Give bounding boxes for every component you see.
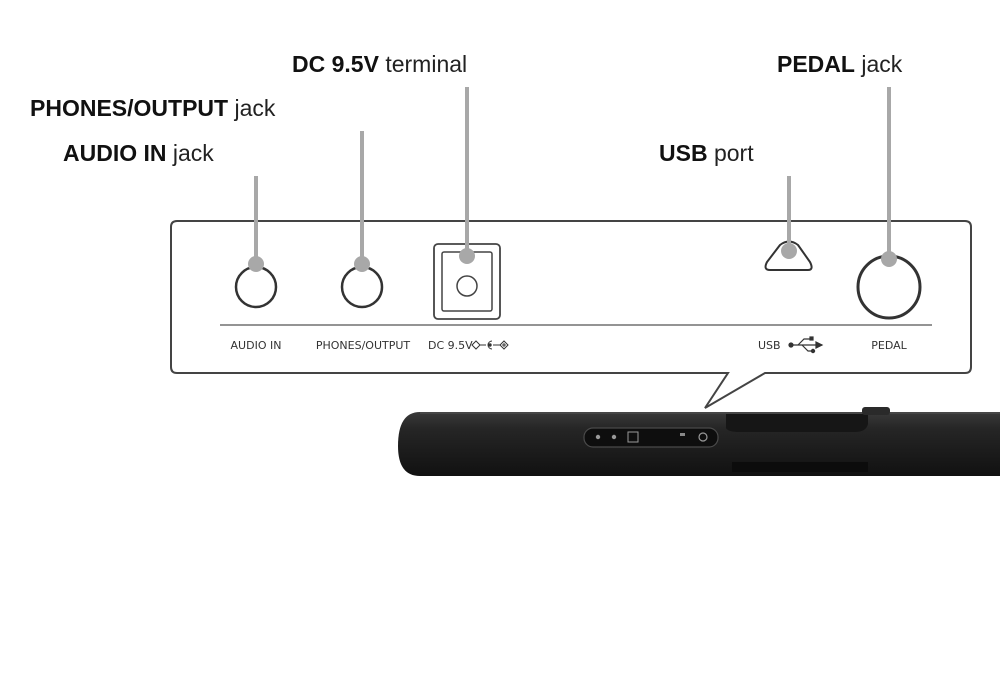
leader-dot-audio [248, 256, 264, 272]
callout-usb-bold: USB [659, 140, 708, 166]
callout-dc-rest: terminal [378, 51, 468, 77]
leader-lines [248, 87, 897, 272]
dc-polarity-icon [471, 340, 509, 350]
panel-label-audio-in: AUDIO IN [231, 339, 282, 352]
callout-usb-rest: port [707, 140, 754, 166]
leader-dot-pedal [881, 251, 897, 267]
leader-dot-usb [781, 243, 797, 259]
audio-in-jack [234, 265, 278, 309]
callout-phones-bold: PHONES/OUTPUT [30, 95, 229, 121]
callout-audio-bold: AUDIO IN [63, 140, 167, 166]
panel-label-usb: USB [758, 339, 781, 352]
keyboard-body [398, 407, 1000, 476]
callout-pedal-bold: PEDAL [777, 51, 855, 77]
panel-label-pedal: PEDAL [871, 339, 907, 352]
phones-output-jack [340, 265, 384, 309]
panel-label-phones-output: PHONES/OUTPUT [316, 339, 411, 352]
callout-pedal-rest: jack [854, 51, 903, 77]
leader-dot-phones [354, 256, 370, 272]
leader-dot-dc [459, 248, 475, 264]
callout-audio-rest: jack [166, 140, 214, 166]
callout-pedal-jack: PEDAL jack [777, 53, 902, 76]
panel-label-dc: DC 9.5V [428, 339, 473, 352]
usb-trident-icon [788, 336, 824, 354]
callout-phones-jack: PHONES/OUTPUT jack [30, 97, 275, 120]
callout-dc-terminal: DC 9.5V terminal [292, 53, 467, 76]
callout-audio-jack: AUDIO IN jack [63, 142, 214, 165]
callout-dc-bold: DC 9.5V [292, 51, 379, 77]
callout-usb-port: USB port [659, 142, 754, 165]
callout-panel [170, 220, 972, 409]
callout-phones-rest: jack [228, 95, 276, 121]
